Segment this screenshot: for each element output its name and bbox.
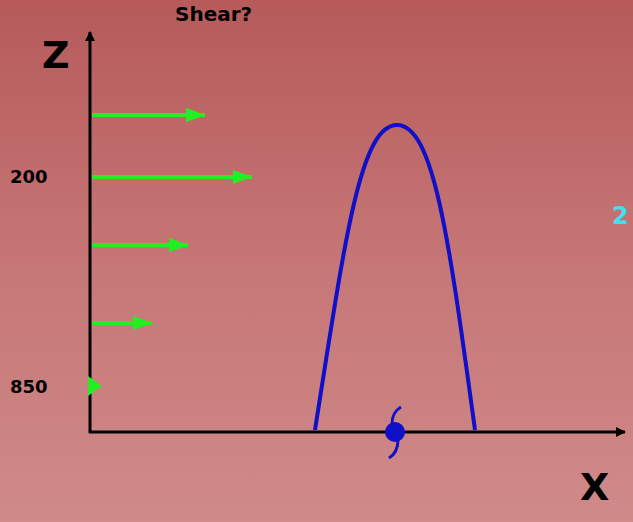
slide-number: 2 [612, 204, 629, 228]
level-label: 200 [10, 168, 48, 186]
axis-label: X [580, 468, 609, 506]
wind-arrow-small [88, 376, 102, 396]
wind-arrows [92, 115, 252, 323]
z-axis [89, 32, 92, 433]
level-label: 850 [10, 378, 48, 396]
x-axis [89, 431, 625, 434]
axis-label: Z [42, 36, 70, 74]
hurricane-symbol [385, 407, 405, 458]
storm-cloud [315, 125, 475, 430]
title: Shear? [175, 4, 252, 24]
